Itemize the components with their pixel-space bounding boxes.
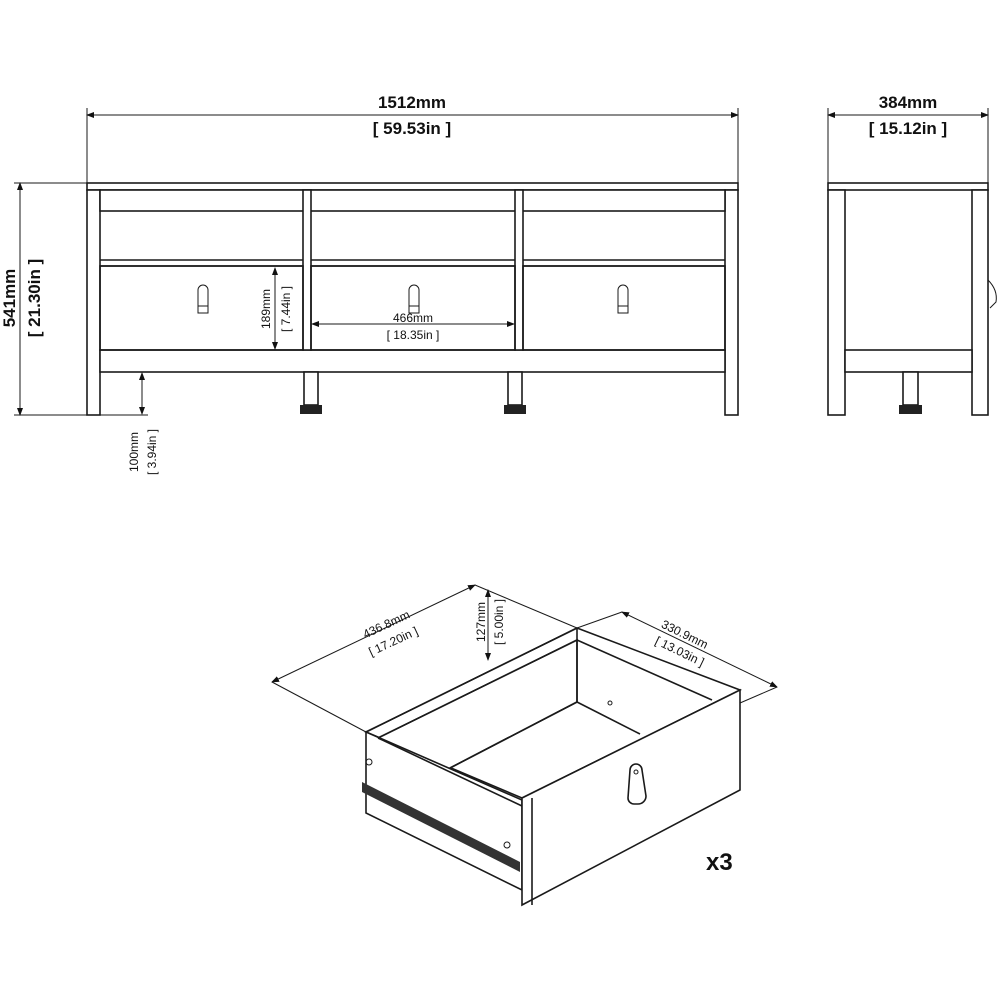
drawer-height-mm-label: 127mm — [474, 602, 488, 642]
height-in-label: [ 21.30in ] — [25, 259, 44, 337]
drawer-height-in-label: [ 7.44in ] — [279, 286, 293, 332]
drawer-height-mm-label: 189mm — [259, 289, 273, 329]
side-handle-icon — [987, 279, 997, 309]
width-in-label: [ 59.53in ] — [373, 119, 451, 138]
drawer-quantity-label: x3 — [706, 849, 733, 876]
drawer-handle-icon — [627, 763, 647, 805]
depth-in-label: [ 15.12in ] — [869, 119, 947, 138]
drawer-height-in-label: [ 5.00in ] — [492, 599, 506, 645]
drawer-slide-rail — [362, 758, 520, 872]
drawer-isometric: 436.8mm [ 17.20in ] 127mm [ 5.00in ] 330… — [271, 584, 778, 907]
drawer-width-in-label: [ 18.35in ] — [387, 328, 440, 342]
drawer-front-left — [99, 265, 304, 351]
height-mm-label: 541mm — [0, 269, 19, 328]
front-view: 1512mm [ 59.53in ] 541mm [ 21.30in ] 189… — [0, 93, 739, 475]
leg-height-mm-label: 100mm — [127, 432, 141, 472]
drawer-width-mm-label: 466mm — [393, 311, 433, 325]
side-view: 384mm [ 15.12in ] — [827, 93, 997, 416]
depth-mm-label: 384mm — [879, 93, 938, 112]
drawer-front-middle — [310, 265, 516, 351]
adjustable-leg — [300, 371, 526, 414]
width-mm-label: 1512mm — [378, 93, 446, 112]
leg-height-in-label: [ 3.94in ] — [145, 429, 159, 475]
drawer-front-right — [522, 265, 726, 351]
drawer-handle-icon — [197, 284, 629, 314]
